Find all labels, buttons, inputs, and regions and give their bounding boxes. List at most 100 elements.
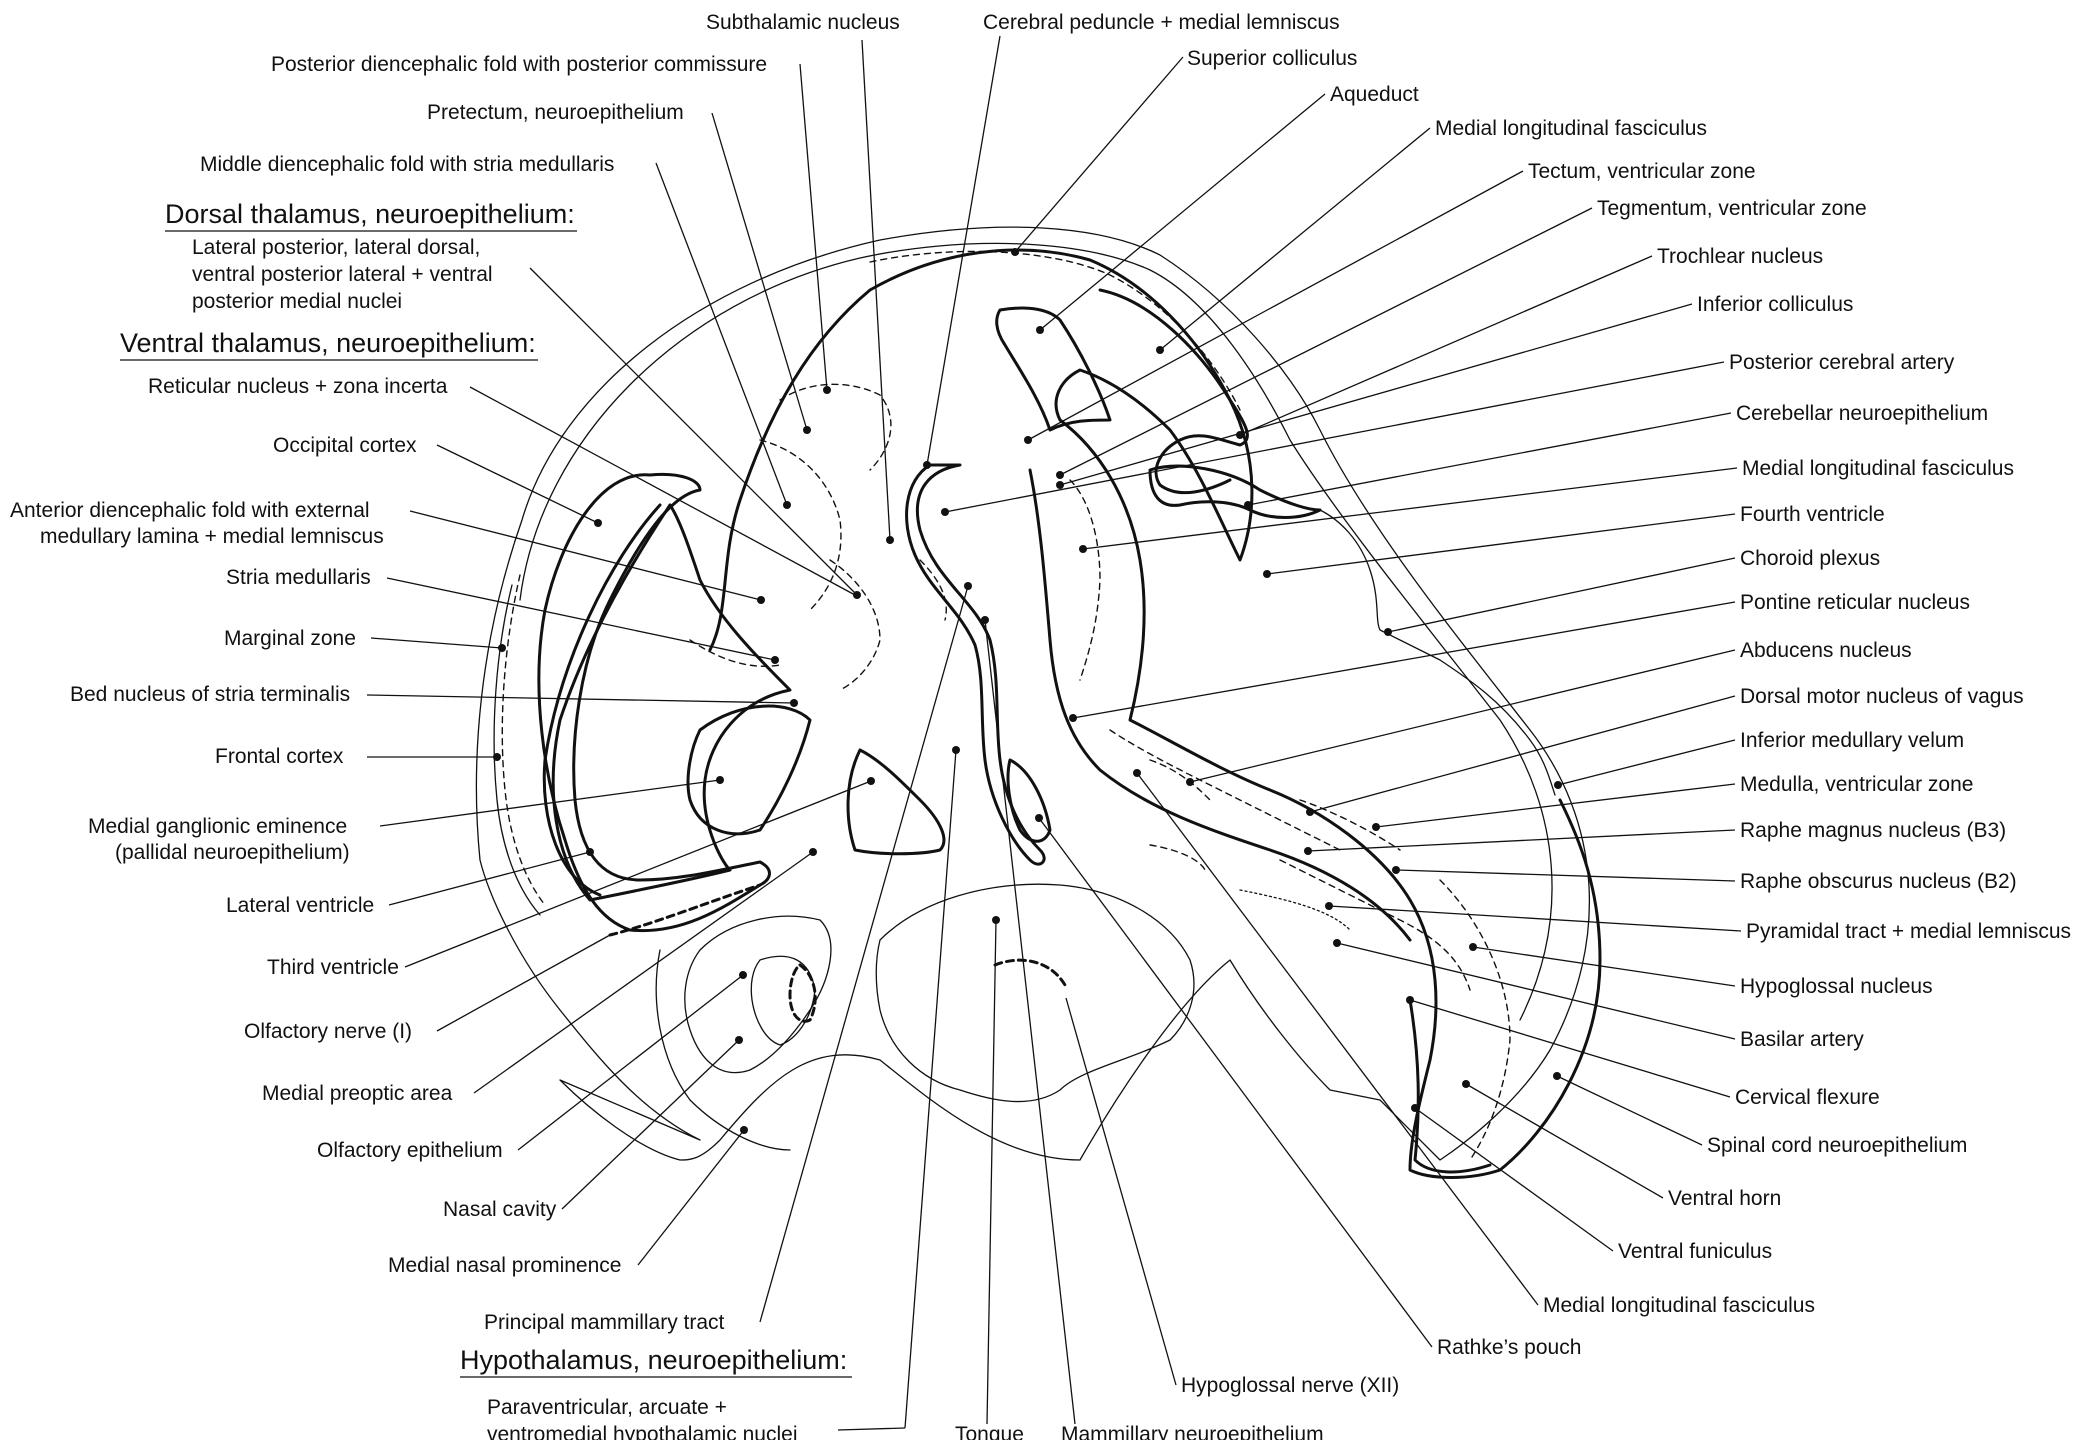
inner-head-outline [520,243,1552,1020]
leader-mlf-middle [1083,468,1737,549]
dot-tectum [1024,436,1032,444]
leader-sup-coll [1015,57,1183,252]
diencephalon-outline [710,250,1600,1178]
dot-mge [716,776,724,784]
leader-mam-ne [985,620,1075,1424]
label-posterior-diencephalic-fold: Posterior diencephalic fold with posteri… [271,53,767,76]
label-basilar-artery: Basilar artery [1740,1028,1864,1051]
label-lateral-ventricle: Lateral ventricle [226,894,374,917]
label-hypo-sub-2: ventromedial hypothalamic nuclei [487,1423,798,1440]
dot-cerv-flex [1406,996,1414,1004]
tegmentum-tube [907,465,1045,864]
label-raphe-magnus: Raphe magnus nucleus (B3) [1740,819,2006,842]
leader-princ-mam [760,586,968,1322]
label-dorsal-sub-3: posterior medial nuclei [192,290,402,313]
leader-fourth-ventricle [1267,514,1735,574]
label-middle-diencephalic-fold: Middle diencephalic fold with stria medu… [200,153,614,176]
leader-stria-med [387,578,775,660]
internal-dashed-8 [1300,800,1400,850]
label-cerebellar-neuroepithelium: Cerebellar neuroepithelium [1736,402,1988,425]
label-marginal-zone: Marginal zone [224,627,356,650]
label-ventral-horn: Ventral horn [1668,1187,1781,1210]
dot-nasal-cav [735,1036,743,1044]
mammillary-dashed [995,960,1065,985]
label-hypoglossal-nerve: Hypoglossal nerve (XII) [1181,1374,1399,1397]
dot-dorsal-motor [1306,808,1314,816]
label-pyramidal-tract: Pyramidal tract + medial lemniscus [1746,920,2071,943]
label-tectum: Tectum, ventricular zone [1528,160,1756,183]
leader-raphe-obs [1396,870,1735,881]
label-inferior-colliculus: Inferior colliculus [1697,293,1853,316]
leader-marginal [371,638,502,648]
leader-group [367,36,1741,1430]
dot-mam-ne [981,616,989,624]
dot-inf-coll [1056,481,1064,489]
dot-med-preoptic [809,848,817,856]
label-trochlear-nucleus: Trochlear nucleus [1657,245,1823,268]
label-tongue: Tongue [955,1423,1024,1440]
third-ventricle-outline [848,750,944,854]
leader-abducens [1190,650,1735,782]
leader-pontine [1073,602,1735,718]
hypoglossal-nerve-loop [1008,760,1050,841]
leader-rathke [1039,818,1432,1347]
label-superior-colliculus: Superior colliculus [1187,47,1357,70]
label-medulla-ventricular-zone: Medulla, ventricular zone [1740,773,1973,796]
leader-spinal-ne [1557,1076,1702,1145]
nasal-prominence-outline [656,950,790,1150]
label-inferior-medullary-velum: Inferior medullary velum [1740,729,1964,752]
dot-raphe-obs [1392,866,1400,874]
label-spinal-cord-neuroepithelium: Spinal cord neuroepithelium [1707,1134,1967,1157]
label-medial-preoptic-area: Medial preoptic area [262,1082,453,1105]
dot-tongue [992,916,1000,924]
label-stria-medullaris: Stria medullaris [226,566,371,589]
internal-dashed-9 [1150,845,1205,870]
dot-abducens [1186,778,1194,786]
anatomy-outlines [476,227,1600,1177]
label-dorsal-sub-2: ventral posterior lateral + ventral [192,263,493,286]
dot-hypothalamus [952,746,960,754]
dot-inf-med-vel [1554,781,1562,789]
leader-dorsal-motor [1310,696,1735,812]
dot-fourth-ventricle [1263,570,1271,578]
label-mammillary-neuroepithelium: Mammillary neuroepithelium [1061,1423,1324,1440]
dot-princ-mam [964,582,972,590]
leader-post-dien [800,64,827,390]
label-cervical-flexure: Cervical flexure [1735,1086,1880,1109]
label-olfactory-epithelium: Olfactory epithelium [317,1139,503,1162]
nasal-cavity-outline [685,916,831,1072]
leader-nasal-cav [562,1040,739,1209]
dot-third-vent [867,777,875,785]
dot-olf-epith [739,971,747,979]
dot-choroid [1384,628,1392,636]
internal-dashed-5 [1110,730,1340,850]
label-reticular-nucleus: Reticular nucleus + zona incerta [148,375,448,398]
leader-mid-dien [656,163,787,505]
label-nasal-cavity: Nasal cavity [443,1198,557,1221]
leader-hypo-sub [838,1428,905,1430]
marginal-zone-line [494,585,540,915]
label-pontine-reticular: Pontine reticular nucleus [1740,591,1970,614]
label-mge-1: Medial ganglionic eminence [88,815,347,838]
header-hypothalamus: Hypothalamus, neuroepithelium: [460,1345,847,1375]
label-mge-2: (pallidal neuroepithelium) [115,841,350,864]
dot-subthalamic [886,536,894,544]
dot-raphe-mag [1304,847,1312,855]
dot-occipital [594,519,602,527]
dot-mlf-middle [1079,545,1087,553]
leader-tectum [1028,171,1523,440]
label-choroid-plexus: Choroid plexus [1740,547,1880,570]
leader-cerebellar [1248,413,1731,505]
leader-trochlear [1240,256,1652,435]
dot-hypoglossal-n [1469,943,1477,951]
label-olfactory-nerve: Olfactory nerve (I) [244,1020,412,1043]
dot-stria-med [771,656,779,664]
dot-basilar [1333,939,1341,947]
dot-sup-coll [1011,248,1019,256]
dot-marginal [498,644,506,652]
leader-third-vent [405,781,871,967]
dot-medulla-vz [1372,823,1380,831]
dot-ventral-fun [1411,1104,1419,1112]
